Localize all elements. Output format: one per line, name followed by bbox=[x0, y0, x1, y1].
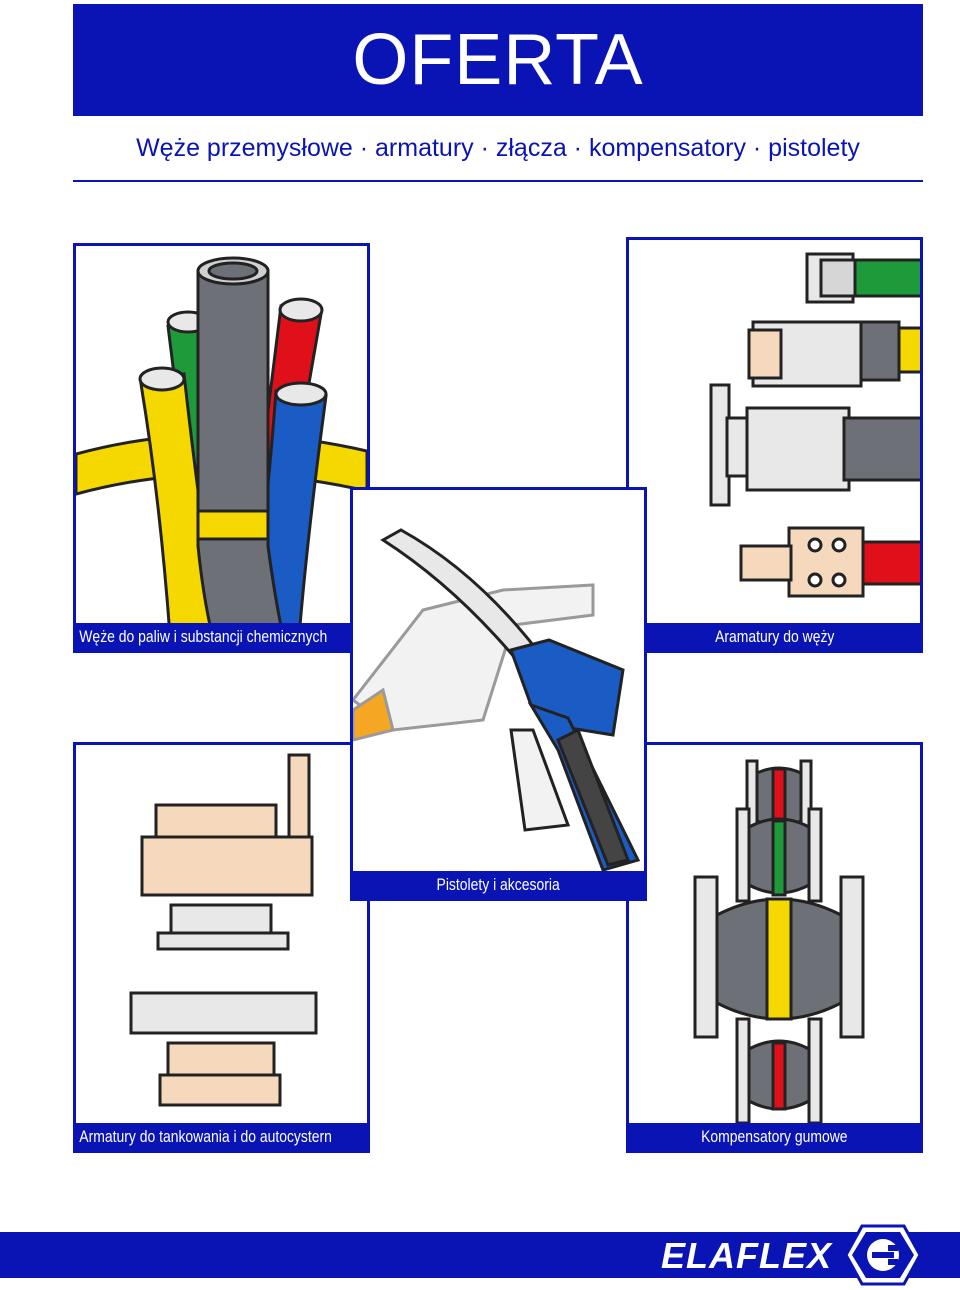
hoses-illustration bbox=[76, 256, 367, 650]
caption-hoses: Węże do paliw i substancji chemicznych bbox=[76, 623, 367, 650]
panel-fittings[interactable]: Aramatury do węży bbox=[626, 237, 923, 653]
panel-compensators[interactable]: Kompensatory gumowe bbox=[626, 742, 923, 1153]
page-title: OFERTA bbox=[352, 20, 644, 100]
page-subtitle: Węże przemysłowe · armatury · złącza · k… bbox=[136, 134, 860, 162]
caption-fittings: Aramatury do węży bbox=[629, 623, 920, 650]
panel-tanker[interactable]: Armatury do tankowania i do autocystern bbox=[73, 742, 370, 1153]
nozzles-illustration bbox=[353, 528, 641, 872]
caption-nozzles: Pistolety i akcesoria bbox=[353, 871, 644, 898]
panel-nozzles[interactable]: Pistolety i akcesoria bbox=[350, 487, 647, 901]
tanker-fittings-illustration bbox=[129, 753, 318, 1107]
brand-name: ELAFLEX bbox=[660, 1235, 832, 1276]
compensators-illustration bbox=[693, 759, 865, 1125]
header-banner: OFERTA bbox=[73, 4, 923, 116]
caption-tanker: Armatury do tankowania i do autocystern bbox=[76, 1123, 367, 1150]
divider bbox=[73, 180, 923, 182]
panel-hoses[interactable]: Węże do paliw i substancji chemicznych bbox=[73, 243, 370, 653]
elaflex-logo-icon bbox=[844, 1224, 922, 1286]
footer-bar: ELAFLEX bbox=[0, 1224, 960, 1286]
fittings-illustration bbox=[709, 252, 920, 598]
caption-compensators: Kompensatory gumowe bbox=[629, 1123, 920, 1150]
